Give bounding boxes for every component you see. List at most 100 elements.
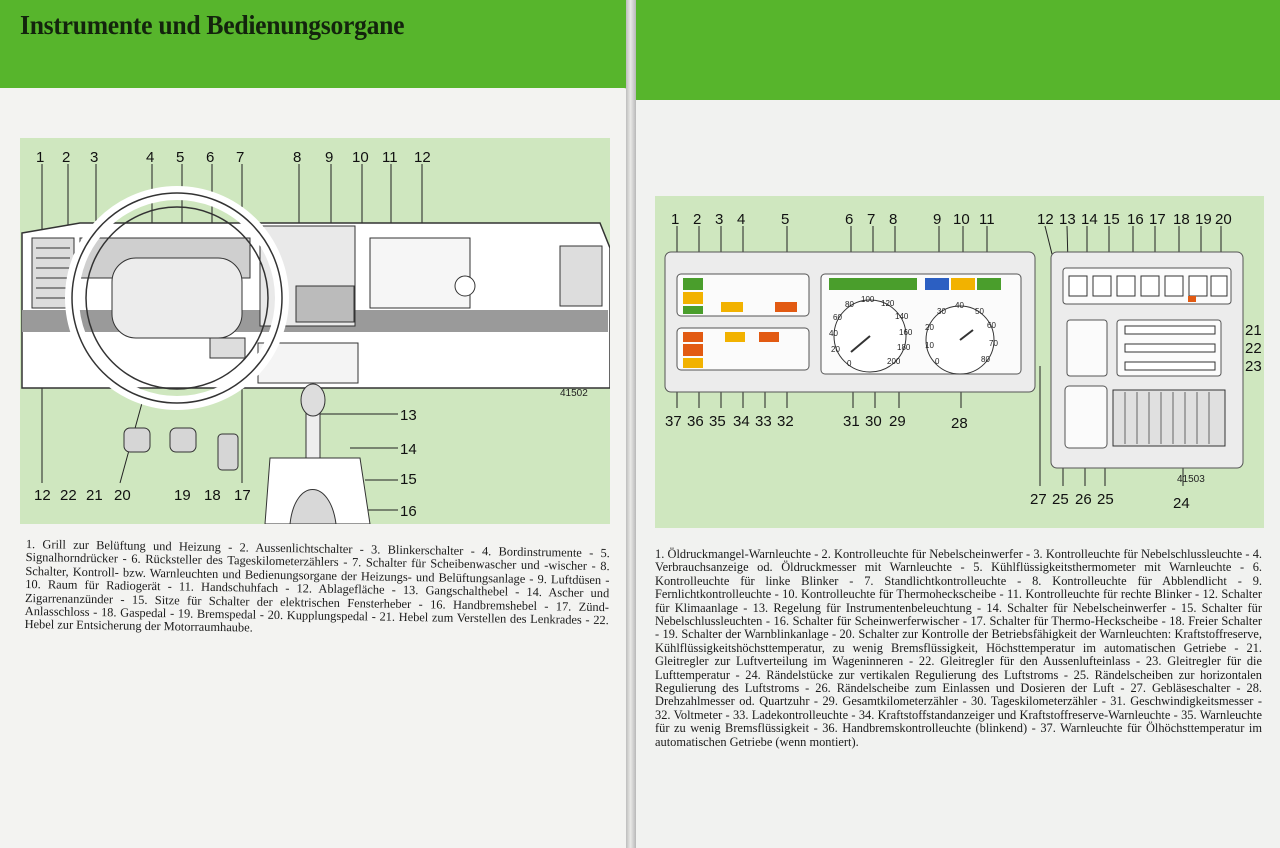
callout-r27: 27 [1030,491,1047,508]
speedo-tick: 180 [897,343,911,352]
tacho-tick: 10 [925,341,934,350]
right-callouts-side: 21 22 23 [1245,322,1262,375]
callout-7: 7 [236,149,244,166]
right-air-vent [559,245,603,307]
callout-r26: 26 [1075,491,1092,508]
callout-9: 9 [325,149,333,166]
callout-r22: 22 [1245,340,1262,357]
speedo-tick: 40 [829,329,838,338]
callout-r19: 19 [1195,211,1212,228]
left-callouts-bottom: 12 22 21 20 19 18 17 [34,487,251,504]
page-title: Instrumente und Bedienungsorgane [20,10,405,40]
glove-box [369,237,471,309]
callout-r30: 30 [865,413,882,430]
tacho-tick: 50 [975,307,984,316]
callout-19: 19 [174,487,191,504]
callout-13: 13 [400,407,417,424]
callout-r11: 11 [979,211,995,228]
callout-r2: 2 [693,211,701,228]
callout-r3: 3 [715,211,723,228]
green-header-band-left [0,0,632,100]
horn-pad [111,257,243,339]
callout-r10: 10 [953,211,970,228]
speedo-tick: 80 [845,300,854,309]
callout-r14: 14 [1081,211,1098,228]
callout-r34: 34 [733,413,750,430]
brand-badge [454,275,476,297]
callout-r13: 13 [1059,211,1076,228]
callout-r23: 23 [1245,358,1262,375]
callout-11: 11 [382,149,398,166]
callout-r31: 31 [843,413,860,430]
callout-r1: 1 [671,211,679,228]
callout-20: 20 [114,487,131,504]
callout-r17: 17 [1149,211,1166,228]
right-legend-text: 1. Öldruckmangel-Warnleuchte - 2. Kontro… [655,547,1262,749]
callout-r32: 32 [777,413,794,430]
callout-r5: 5 [781,211,789,228]
callout-r4: 4 [737,211,745,228]
tacho-tick: 40 [955,301,964,310]
speedo-tick: 100 [861,295,875,304]
dimmer-block [1066,319,1108,377]
callout-r18: 18 [1173,211,1190,228]
callout-r33: 33 [755,413,772,430]
page-gutter [626,0,636,848]
left-legend-text: 1. Grill zur Belüftung und Heizung - 2. … [24,537,610,636]
callout-r37: 37 [665,413,682,430]
callout-r7: 7 [867,211,875,228]
callout-15: 15 [400,471,417,488]
callout-r25a: 25 [1052,491,1069,508]
figure-code-41503: 41503 [1177,474,1205,485]
callout-12-bottom: 12 [34,487,51,504]
speedo-tick: 60 [833,313,842,322]
callout-10: 10 [352,149,369,166]
speedo-tick: 160 [899,328,913,337]
tacho-tick: 60 [987,321,996,330]
right-callouts-bottom-mid: 31 30 29 28 [843,413,968,432]
callout-1: 1 [36,149,44,166]
callout-22: 22 [60,487,77,504]
left-indicator-strip [829,278,917,290]
callout-r24: 24 [1173,495,1190,512]
left-callouts-top: 1 2 3 4 5 6 7 8 9 10 11 12 [36,149,431,166]
rocker-switches [1068,275,1228,297]
tacho-tick: 20 [925,323,934,332]
right-vent-grille [1112,389,1226,447]
tacho-labels: 0 10 20 30 40 50 60 70 80 [925,301,998,366]
callout-16: 16 [400,503,417,520]
callout-r6: 6 [845,211,853,228]
speedo-tick: 20 [831,345,840,354]
callout-2: 2 [62,149,70,166]
callout-8: 8 [293,149,301,166]
speedo-tick: 140 [895,312,909,321]
tacho-tick: 0 [935,357,940,366]
callout-r25b: 25 [1097,491,1114,508]
green-header-band-right [636,0,1280,108]
callout-r12: 12 [1037,211,1054,228]
gear-knob [300,383,326,417]
callout-18: 18 [204,487,221,504]
tacho-tick: 80 [981,355,990,364]
callout-5: 5 [176,149,184,166]
callout-r21: 21 [1245,322,1262,339]
speedo-tick: 200 [887,357,901,366]
callout-r29: 29 [889,413,906,430]
handbrake-boot [289,489,337,524]
callout-6: 6 [206,149,214,166]
callout-21: 21 [86,487,103,504]
right-callouts-bottom-left: 37 36 35 34 33 32 [665,413,794,430]
accelerator-pedal [217,433,239,471]
center-vents [295,285,355,323]
right-callouts-top: 1 2 3 4 5 6 7 8 9 10 11 12 13 14 15 16 1… [671,211,1232,228]
callout-r28: 28 [951,415,968,432]
callout-12: 12 [414,149,431,166]
speedo-tick: 120 [881,299,895,308]
instrument-detail-figure: 0 20 40 60 80 100 120 140 160 180 200 0 … [655,196,1264,528]
instrument-drawing: 0 20 40 60 80 100 120 140 160 180 200 0 … [664,211,1262,512]
callout-4: 4 [146,149,154,166]
speedo-tick: 0 [847,359,852,368]
callout-r20: 20 [1215,211,1232,228]
right-callouts-bottom-right: 27 25 26 25 24 [1030,491,1190,512]
